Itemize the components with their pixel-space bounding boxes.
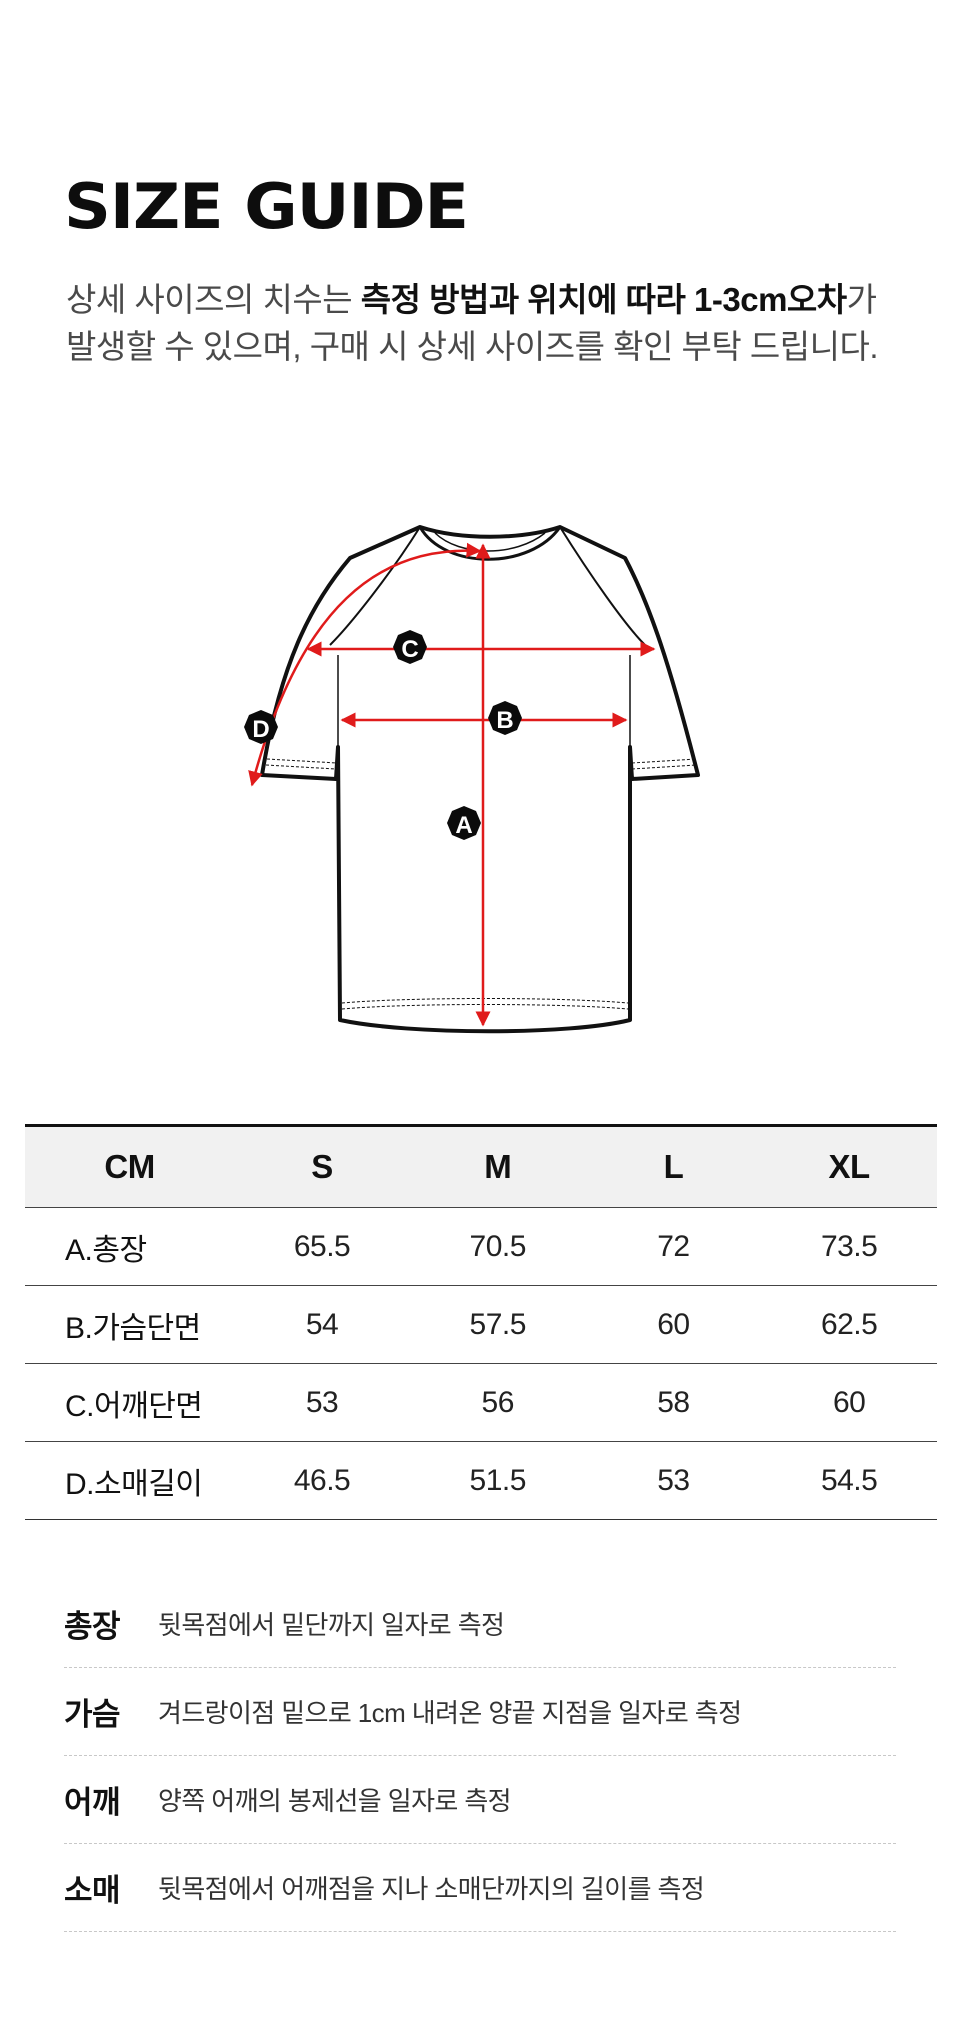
cell: 62.5 xyxy=(761,1285,937,1364)
list-item: 총장 뒷목점에서 밑단까지 일자로 측정 xyxy=(64,1580,896,1668)
cell: 56 xyxy=(409,1363,586,1442)
cell: 57.5 xyxy=(409,1285,586,1364)
badge-a: A xyxy=(447,806,481,840)
cell: 65.5 xyxy=(234,1207,410,1286)
hem-stitch xyxy=(341,998,629,1010)
cell: 51.5 xyxy=(409,1441,586,1520)
cell: 70.5 xyxy=(409,1207,586,1286)
cell: 58 xyxy=(585,1363,762,1442)
badge-a-label: A xyxy=(455,812,472,839)
table-row: A.총장 65.5 70.5 72 73.5 xyxy=(25,1207,937,1286)
table-row: B.가슴단면 54 57.5 60 62.5 xyxy=(25,1285,937,1364)
cell: 60 xyxy=(761,1363,937,1442)
row-label: D.소매길이 xyxy=(25,1441,235,1520)
cell: 60 xyxy=(585,1285,762,1364)
cell: 54.5 xyxy=(761,1441,937,1520)
intro-line2: 발생할 수 있으며, 구매 시 상세 사이즈를 확인 부탁 드립니다. xyxy=(66,328,879,365)
badge-c: C xyxy=(393,630,427,664)
badge-d-label: D xyxy=(252,716,269,743)
cell: 46.5 xyxy=(234,1441,410,1520)
note-text: 뒷목점에서 어깨점을 지나 소매단까지의 길이를 측정 xyxy=(158,1874,705,1904)
note-key: 소매 xyxy=(64,1873,121,1908)
intro-part1: 상세 사이즈의 치수는 xyxy=(66,281,361,318)
note-text: 양쪽 어깨의 봉제선을 일자로 측정 xyxy=(158,1786,512,1816)
size-table: CM S M L XL A.총장 65.5 70.5 72 73.5 B.가슴단… xyxy=(25,1124,937,1520)
header-xl: XL xyxy=(761,1124,937,1208)
measurement-notes: 총장 뒷목점에서 밑단까지 일자로 측정 가슴 겨드랑이점 밑으로 1cm 내려… xyxy=(64,1580,896,1932)
badge-c-label: C xyxy=(401,636,418,663)
cell: 53 xyxy=(585,1441,762,1520)
intro-part2: 가 xyxy=(846,281,877,318)
table-header-row: CM S M L XL xyxy=(25,1124,937,1208)
intro-text: 상세 사이즈의 치수는 측정 방법과 위치에 따라 1-3cm오차가 발생할 수… xyxy=(66,276,926,370)
badge-b-label: B xyxy=(496,707,513,734)
badge-d: D xyxy=(244,710,278,744)
header-m: M xyxy=(409,1124,586,1208)
note-key: 총장 xyxy=(64,1609,121,1644)
cell: 73.5 xyxy=(761,1207,937,1286)
badge-b: B xyxy=(488,701,522,735)
list-item: 소매 뒷목점에서 어깨점을 지나 소매단까지의 길이를 측정 xyxy=(64,1844,896,1932)
list-item: 가슴 겨드랑이점 밑으로 1cm 내려온 양끝 지점을 일자로 측정 xyxy=(64,1668,896,1756)
table-row: C.어깨단면 53 56 58 60 xyxy=(25,1363,937,1442)
raglan-seam-right xyxy=(559,526,646,646)
row-label: A.총장 xyxy=(25,1207,235,1286)
header-s: S xyxy=(234,1124,410,1208)
note-key: 어깨 xyxy=(64,1785,121,1820)
cell: 53 xyxy=(234,1363,410,1442)
list-item: 어깨 양쪽 어깨의 봉제선을 일자로 측정 xyxy=(64,1756,896,1844)
tshirt-diagram: C B A D xyxy=(230,515,730,1055)
page-title: SIZE GUIDE xyxy=(64,170,469,243)
row-label: C.어깨단면 xyxy=(25,1363,235,1442)
note-key: 가슴 xyxy=(64,1697,121,1732)
tshirt-outline xyxy=(260,525,700,1034)
intro-bold: 측정 방법과 위치에 따라 1-3cm오차 xyxy=(360,281,847,318)
header-l: L xyxy=(585,1124,762,1208)
tshirt-illustration: C B A D xyxy=(244,525,700,1034)
cell: 72 xyxy=(585,1207,762,1286)
note-text: 겨드랑이점 밑으로 1cm 내려온 양끝 지점을 일자로 측정 xyxy=(158,1698,742,1728)
note-text: 뒷목점에서 밑단까지 일자로 측정 xyxy=(158,1610,505,1640)
row-label: B.가슴단면 xyxy=(25,1285,235,1364)
header-cm: CM xyxy=(25,1124,235,1208)
sleeve-stitch-right xyxy=(631,758,697,770)
cell: 54 xyxy=(234,1285,410,1364)
table-row: D.소매길이 46.5 51.5 53 54.5 xyxy=(25,1441,937,1520)
